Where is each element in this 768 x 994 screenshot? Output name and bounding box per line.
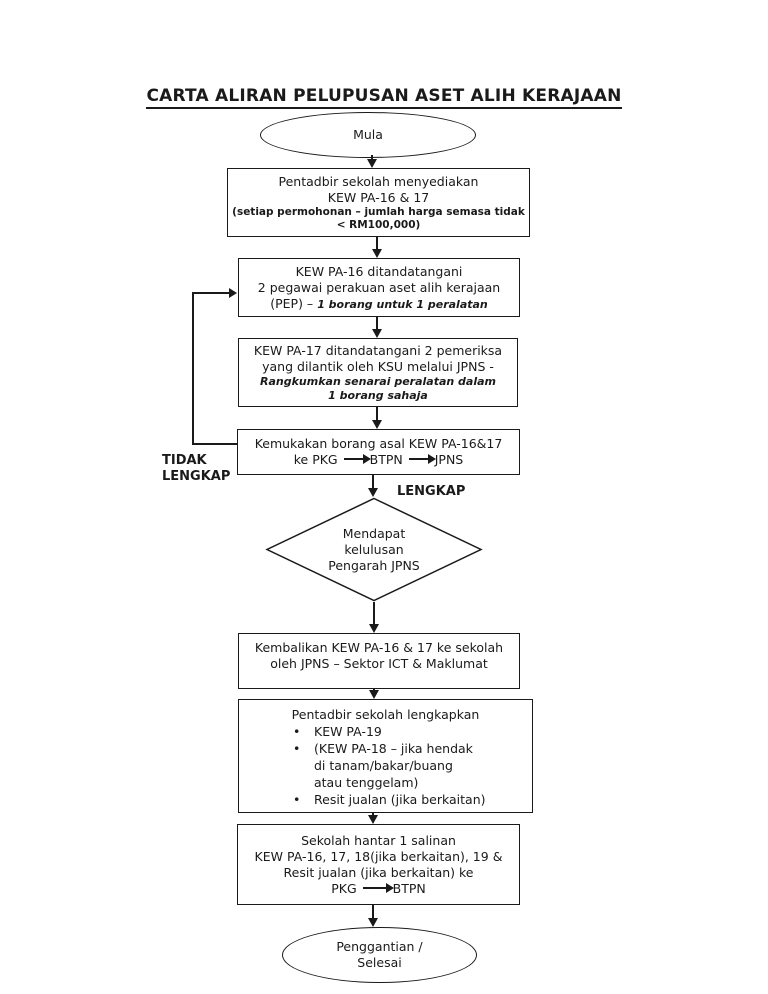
process-send-copy-box: Sekolah hantar 1 salinan KEW PA-16, 17, …: [237, 824, 520, 905]
list-item: • (KEW PA-18 – jika hendak di tanam/baka…: [293, 740, 532, 791]
process-note: < RM100,000): [336, 218, 421, 231]
list-item-text: (KEW PA-18 – jika hendak di tanam/bakar/…: [314, 740, 473, 791]
feedback-arrow-right-icon: [192, 288, 237, 298]
process-line: Kembalikan KEW PA-16 & 17 ke sekolah: [254, 640, 504, 655]
process-sign-pa17-box: KEW PA-17 ditandatangani 2 pemeriksa yan…: [238, 338, 518, 407]
list-item-text: KEW PA-19: [314, 724, 382, 739]
process-complete-forms-box: Pentadbir sekolah lengkapkan • KEW PA-19…: [238, 699, 533, 813]
page-title: CARTA ALIRAN PELUPUSAN ASET ALIH KERAJAA…: [0, 86, 768, 109]
arrow-down-icon: [372, 317, 382, 338]
arrow-right-icon: [408, 454, 436, 464]
list-item-text: Resit jualan (jika berkaitan): [314, 792, 486, 807]
arrow-down-icon: [367, 155, 377, 168]
process-line: oleh JPNS – Sektor ICT & Maklumat: [270, 656, 488, 671]
process-line: Resit jualan (jika berkaitan) ke: [283, 864, 474, 880]
process-sign-pa16-box: KEW PA-16 ditandatangani 2 pegawai perak…: [238, 258, 520, 317]
route-to: JPNS: [434, 452, 464, 467]
bullet-list: • KEW PA-19 • (KEW PA-18 – jika hendak d…: [239, 723, 532, 808]
process-note: Rangkumkan senarai peralatan dalam: [260, 374, 496, 388]
process-line: KEW PA-16 ditandatangani: [295, 263, 463, 279]
arrow-down-icon: [368, 475, 378, 497]
process-line: 2 pegawai perakuan aset alih kerajaan: [257, 279, 501, 295]
route-from: ke PKG: [293, 452, 338, 467]
arrow-right-icon: [362, 882, 394, 893]
process-line: Sekolah hantar 1 salinan: [301, 832, 456, 848]
decision-text: Mendapat kelulusan Pengarah JPNS: [265, 497, 483, 602]
list-item-line: di tanam/bakar/buang: [314, 758, 453, 773]
arrow-down-icon: [369, 602, 379, 633]
branch-label-complete: LENGKAP: [397, 484, 466, 499]
process-line: Pentadbir sekolah menyediakan: [278, 173, 479, 189]
feedback-line-vertical: [192, 292, 194, 445]
process-line: (PEP) –1 borang untuk 1 peralatan: [270, 296, 488, 312]
route-mid: BTPN: [369, 452, 403, 467]
process-submit-box: Kemukakan borang asal KEW PA-16&17 ke PK…: [237, 429, 520, 475]
branch-label-incomplete: TIDAK LENGKAP: [162, 453, 230, 485]
bullet-icon: •: [293, 741, 301, 756]
route-from: PKG: [331, 880, 357, 896]
feedback-line-bottom: [192, 443, 237, 445]
route-line: ke PKG BTPN JPNS: [294, 452, 464, 468]
end-label-line2: Selesai: [357, 955, 402, 970]
process-line: yang dilantik oleh KSU melalui JPNS -: [262, 358, 494, 374]
decision-line: Pengarah JPNS: [328, 557, 420, 573]
branch-label-incomplete-line1: TIDAK: [162, 453, 207, 468]
end-label-line1: Penggantian /: [336, 939, 423, 954]
process-note: 1 borang sahaja: [328, 388, 428, 402]
route-line: PKG BTPN: [331, 881, 426, 897]
process-return-box: Kembalikan KEW PA-16 & 17 ke sekolah ole…: [238, 633, 520, 689]
process-note: (setiap permohonan – jumlah harga semasa…: [232, 205, 525, 218]
branch-label-incomplete-line2: LENGKAP: [162, 469, 231, 484]
list-item: • Resit jualan (jika berkaitan): [293, 791, 532, 808]
start-label: Mula: [353, 127, 383, 142]
process-prepare-box: Pentadbir sekolah menyediakan KEW PA-16 …: [227, 168, 530, 237]
process-line-prefix: (PEP) –: [270, 295, 314, 311]
process-line: KEW PA-16, 17, 18(jika berkaitan), 19 &: [254, 848, 503, 864]
arrow-down-icon: [369, 689, 379, 699]
list-item-line: atau tenggelam): [314, 775, 419, 790]
process-line: KEW PA-17 ditandatangani 2 pemeriksa: [253, 342, 503, 358]
start-terminator: Mula: [260, 112, 476, 158]
arrow-down-icon: [372, 407, 382, 429]
list-item: • KEW PA-19: [293, 723, 532, 740]
decision-diamond: [265, 497, 483, 602]
list-item-line: (KEW PA-18 – jika hendak: [314, 741, 473, 756]
bullet-icon: •: [293, 792, 301, 807]
bullet-icon: •: [293, 724, 301, 739]
process-line: KEW PA-16 & 17: [327, 189, 430, 205]
process-line-note: 1 borang untuk 1 peralatan: [317, 297, 488, 311]
arrow-down-icon: [372, 237, 382, 258]
decision-line: kelulusan: [344, 541, 404, 557]
arrow-down-icon: [368, 813, 378, 824]
decision-line: Mendapat: [342, 525, 406, 541]
arrow-down-icon: [368, 905, 378, 927]
arrow-right-icon: [343, 454, 371, 464]
process-heading: Pentadbir sekolah lengkapkan: [291, 707, 480, 722]
end-terminator: Penggantian / Selesai: [282, 927, 477, 983]
page-title-text: CARTA ALIRAN PELUPUSAN ASET ALIH KERAJAA…: [146, 86, 622, 109]
process-line: Kemukakan borang asal KEW PA-16&17: [254, 436, 503, 451]
route-to: BTPN: [392, 880, 426, 896]
